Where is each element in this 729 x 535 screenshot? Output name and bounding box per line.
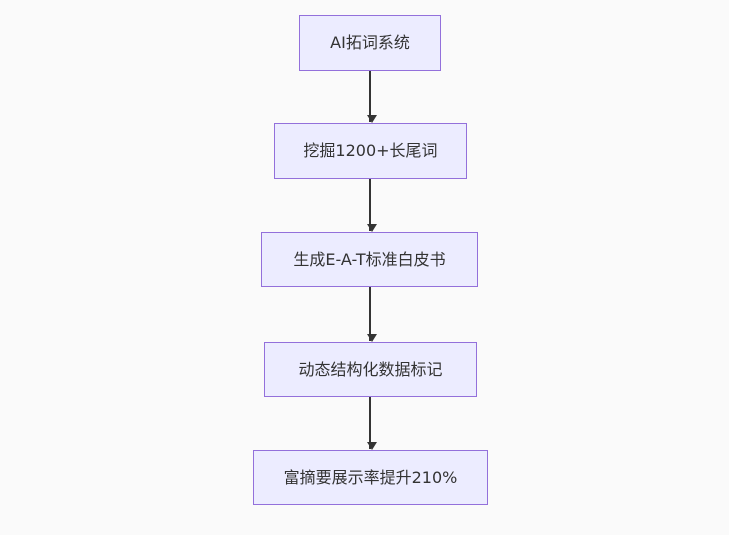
node-label: AI拓词系统 bbox=[330, 33, 410, 53]
flowchart-node-ai-word-expansion: AI拓词系统 bbox=[299, 15, 441, 71]
flowchart-node-structured-data-markup: 动态结构化数据标记 bbox=[264, 342, 477, 397]
arrow-down-icon bbox=[367, 287, 377, 342]
flowchart-node-eat-whitepaper: 生成E-A-T标准白皮书 bbox=[261, 232, 478, 287]
flowchart-node-rich-snippet-rate: 富摘要展示率提升210% bbox=[253, 450, 488, 505]
node-label: 生成E-A-T标准白皮书 bbox=[293, 249, 446, 269]
node-label: 挖掘1200+长尾词 bbox=[303, 141, 438, 161]
node-label: 动态结构化数据标记 bbox=[298, 359, 443, 379]
arrow-down-icon bbox=[367, 179, 377, 232]
node-label: 富摘要展示率提升210% bbox=[283, 467, 458, 487]
flowchart-node-longtail-mining: 挖掘1200+长尾词 bbox=[274, 123, 467, 179]
arrow-down-icon bbox=[367, 397, 377, 450]
arrow-down-icon bbox=[367, 71, 377, 123]
